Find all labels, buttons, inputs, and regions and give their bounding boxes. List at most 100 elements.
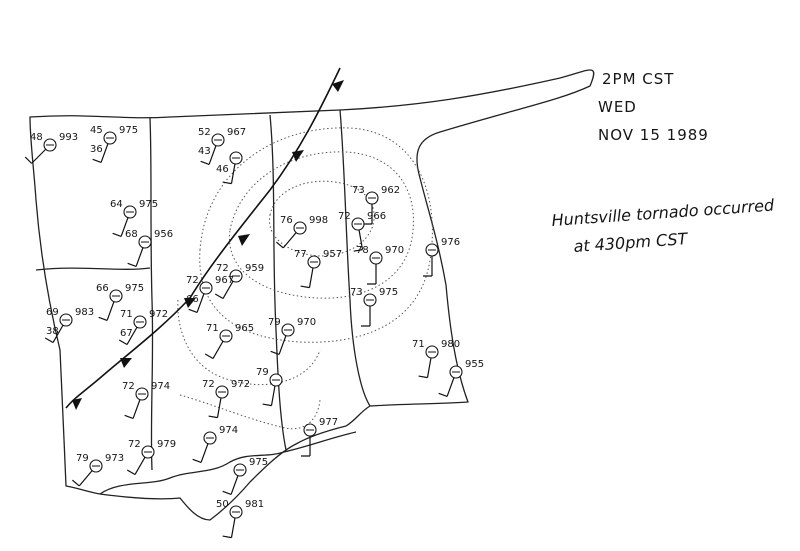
isobar-4 xyxy=(177,299,321,386)
station-pressure: 975 xyxy=(379,287,398,298)
wind-barb-flag xyxy=(353,249,363,252)
station-pressure: 993 xyxy=(59,132,78,143)
station-temp: 72 xyxy=(202,379,215,390)
station-plot: 73 975 xyxy=(350,287,398,327)
station-plot: 78 970 xyxy=(356,245,404,285)
station-plot: 71 965 xyxy=(204,323,254,360)
station-pressure: 980 xyxy=(441,339,460,350)
station-plot: 977 xyxy=(300,417,338,457)
cold-front-line xyxy=(65,67,341,409)
station-temp: 71 xyxy=(412,339,425,350)
station-pressure: 972 xyxy=(231,379,250,390)
wind-barb-flag xyxy=(208,415,218,419)
wind-barb-flag xyxy=(188,308,198,313)
station-temp: 73 xyxy=(352,185,365,196)
station-temp: 68 xyxy=(125,229,138,240)
station-pressure: 975 xyxy=(125,283,144,294)
station-plot: 71 980 xyxy=(412,339,460,379)
state-border-2 xyxy=(269,114,287,451)
annotation-line-2: at 430pm CST xyxy=(573,229,689,256)
map-time: 2PM CST xyxy=(602,70,674,88)
wind-barb-flag xyxy=(204,353,214,360)
station-temp: 76 xyxy=(280,215,293,226)
station-pressure: 974 xyxy=(151,381,170,392)
station-plot: 976 xyxy=(422,237,460,277)
station-dewpoint: 43 xyxy=(198,146,211,157)
station-temp: 71 xyxy=(206,323,219,334)
station-temp: 72 xyxy=(216,263,229,274)
station-plot: 72 979 xyxy=(126,439,176,476)
wind-barb-flag xyxy=(44,337,54,344)
station-temp: 50 xyxy=(216,499,229,510)
station-plot: 72 959 xyxy=(214,263,264,300)
station-pressure: 967 xyxy=(227,127,246,138)
station-plot: 52 43 967 xyxy=(198,127,246,165)
isobar-2 xyxy=(229,151,414,299)
state-border-1 xyxy=(149,117,154,471)
station-pressure: 977 xyxy=(319,417,338,428)
station-pressure: 981 xyxy=(245,499,264,510)
gulf-coast xyxy=(99,431,357,495)
wind-barb-flag xyxy=(72,479,80,487)
station-temp: 73 xyxy=(350,287,363,298)
wind-barb-flag xyxy=(124,414,134,419)
wind-barb-flag xyxy=(418,375,428,379)
station-plot: 975 xyxy=(222,457,268,495)
station-plot: 68 956 xyxy=(125,229,173,267)
station-plot: 72 972 xyxy=(202,379,250,419)
station-pressure: 975 xyxy=(139,199,158,210)
station-temp: 52 xyxy=(198,127,211,138)
wind-barb-flag xyxy=(112,232,122,237)
station-temp: 48 xyxy=(30,132,43,143)
station-pressure: 965 xyxy=(235,323,254,334)
station-pressure: 959 xyxy=(245,263,264,274)
station-plot: 79 xyxy=(256,367,283,407)
wind-barb-flag xyxy=(214,293,224,300)
station-plot: 48 993 xyxy=(24,132,78,164)
station-pressure: 998 xyxy=(309,215,328,226)
station-pressure: 983 xyxy=(75,307,94,318)
station-temp: 78 xyxy=(356,245,369,256)
front-triangle xyxy=(292,150,304,162)
wind-barb-flag xyxy=(222,490,232,495)
region-outline xyxy=(29,69,595,521)
wind-barb-flag xyxy=(270,350,280,355)
station-pressure: 979 xyxy=(157,439,176,450)
station-temp: 79 xyxy=(76,453,89,464)
wind-barb-flag xyxy=(92,158,102,163)
isobar-inner xyxy=(268,180,375,257)
front-triangle xyxy=(238,234,250,246)
station-temp: 72 xyxy=(128,439,141,450)
station-pressure: 956 xyxy=(154,229,173,240)
wind-barb-flag xyxy=(438,392,448,397)
station-pressure: 962 xyxy=(381,185,400,196)
station-temp: 72 xyxy=(122,381,135,392)
station-temp: 69 xyxy=(46,307,59,318)
station-dewpoint: 66 xyxy=(186,294,199,305)
wind-barb-flag xyxy=(276,241,284,249)
station-plot: 974 xyxy=(192,425,238,463)
station-plot: 46 xyxy=(216,151,243,185)
map-date: NOV 15 1989 xyxy=(598,126,709,144)
station-pressure: 955 xyxy=(465,359,484,370)
wind-barb-flag xyxy=(262,403,272,407)
cold-front xyxy=(65,67,344,410)
front-triangle xyxy=(120,358,132,368)
station-pressure: 972 xyxy=(149,309,168,320)
station-dewpoint: 46 xyxy=(216,164,229,175)
station-plot: 79 973 xyxy=(72,453,124,487)
wind-barb-flag xyxy=(98,316,108,321)
station-pressure: 970 xyxy=(385,245,404,256)
station-pressure: 966 xyxy=(367,211,386,222)
wind-barb-flag xyxy=(24,156,33,164)
station-pressure: 973 xyxy=(105,453,124,464)
station-temp: 72 xyxy=(186,275,199,286)
